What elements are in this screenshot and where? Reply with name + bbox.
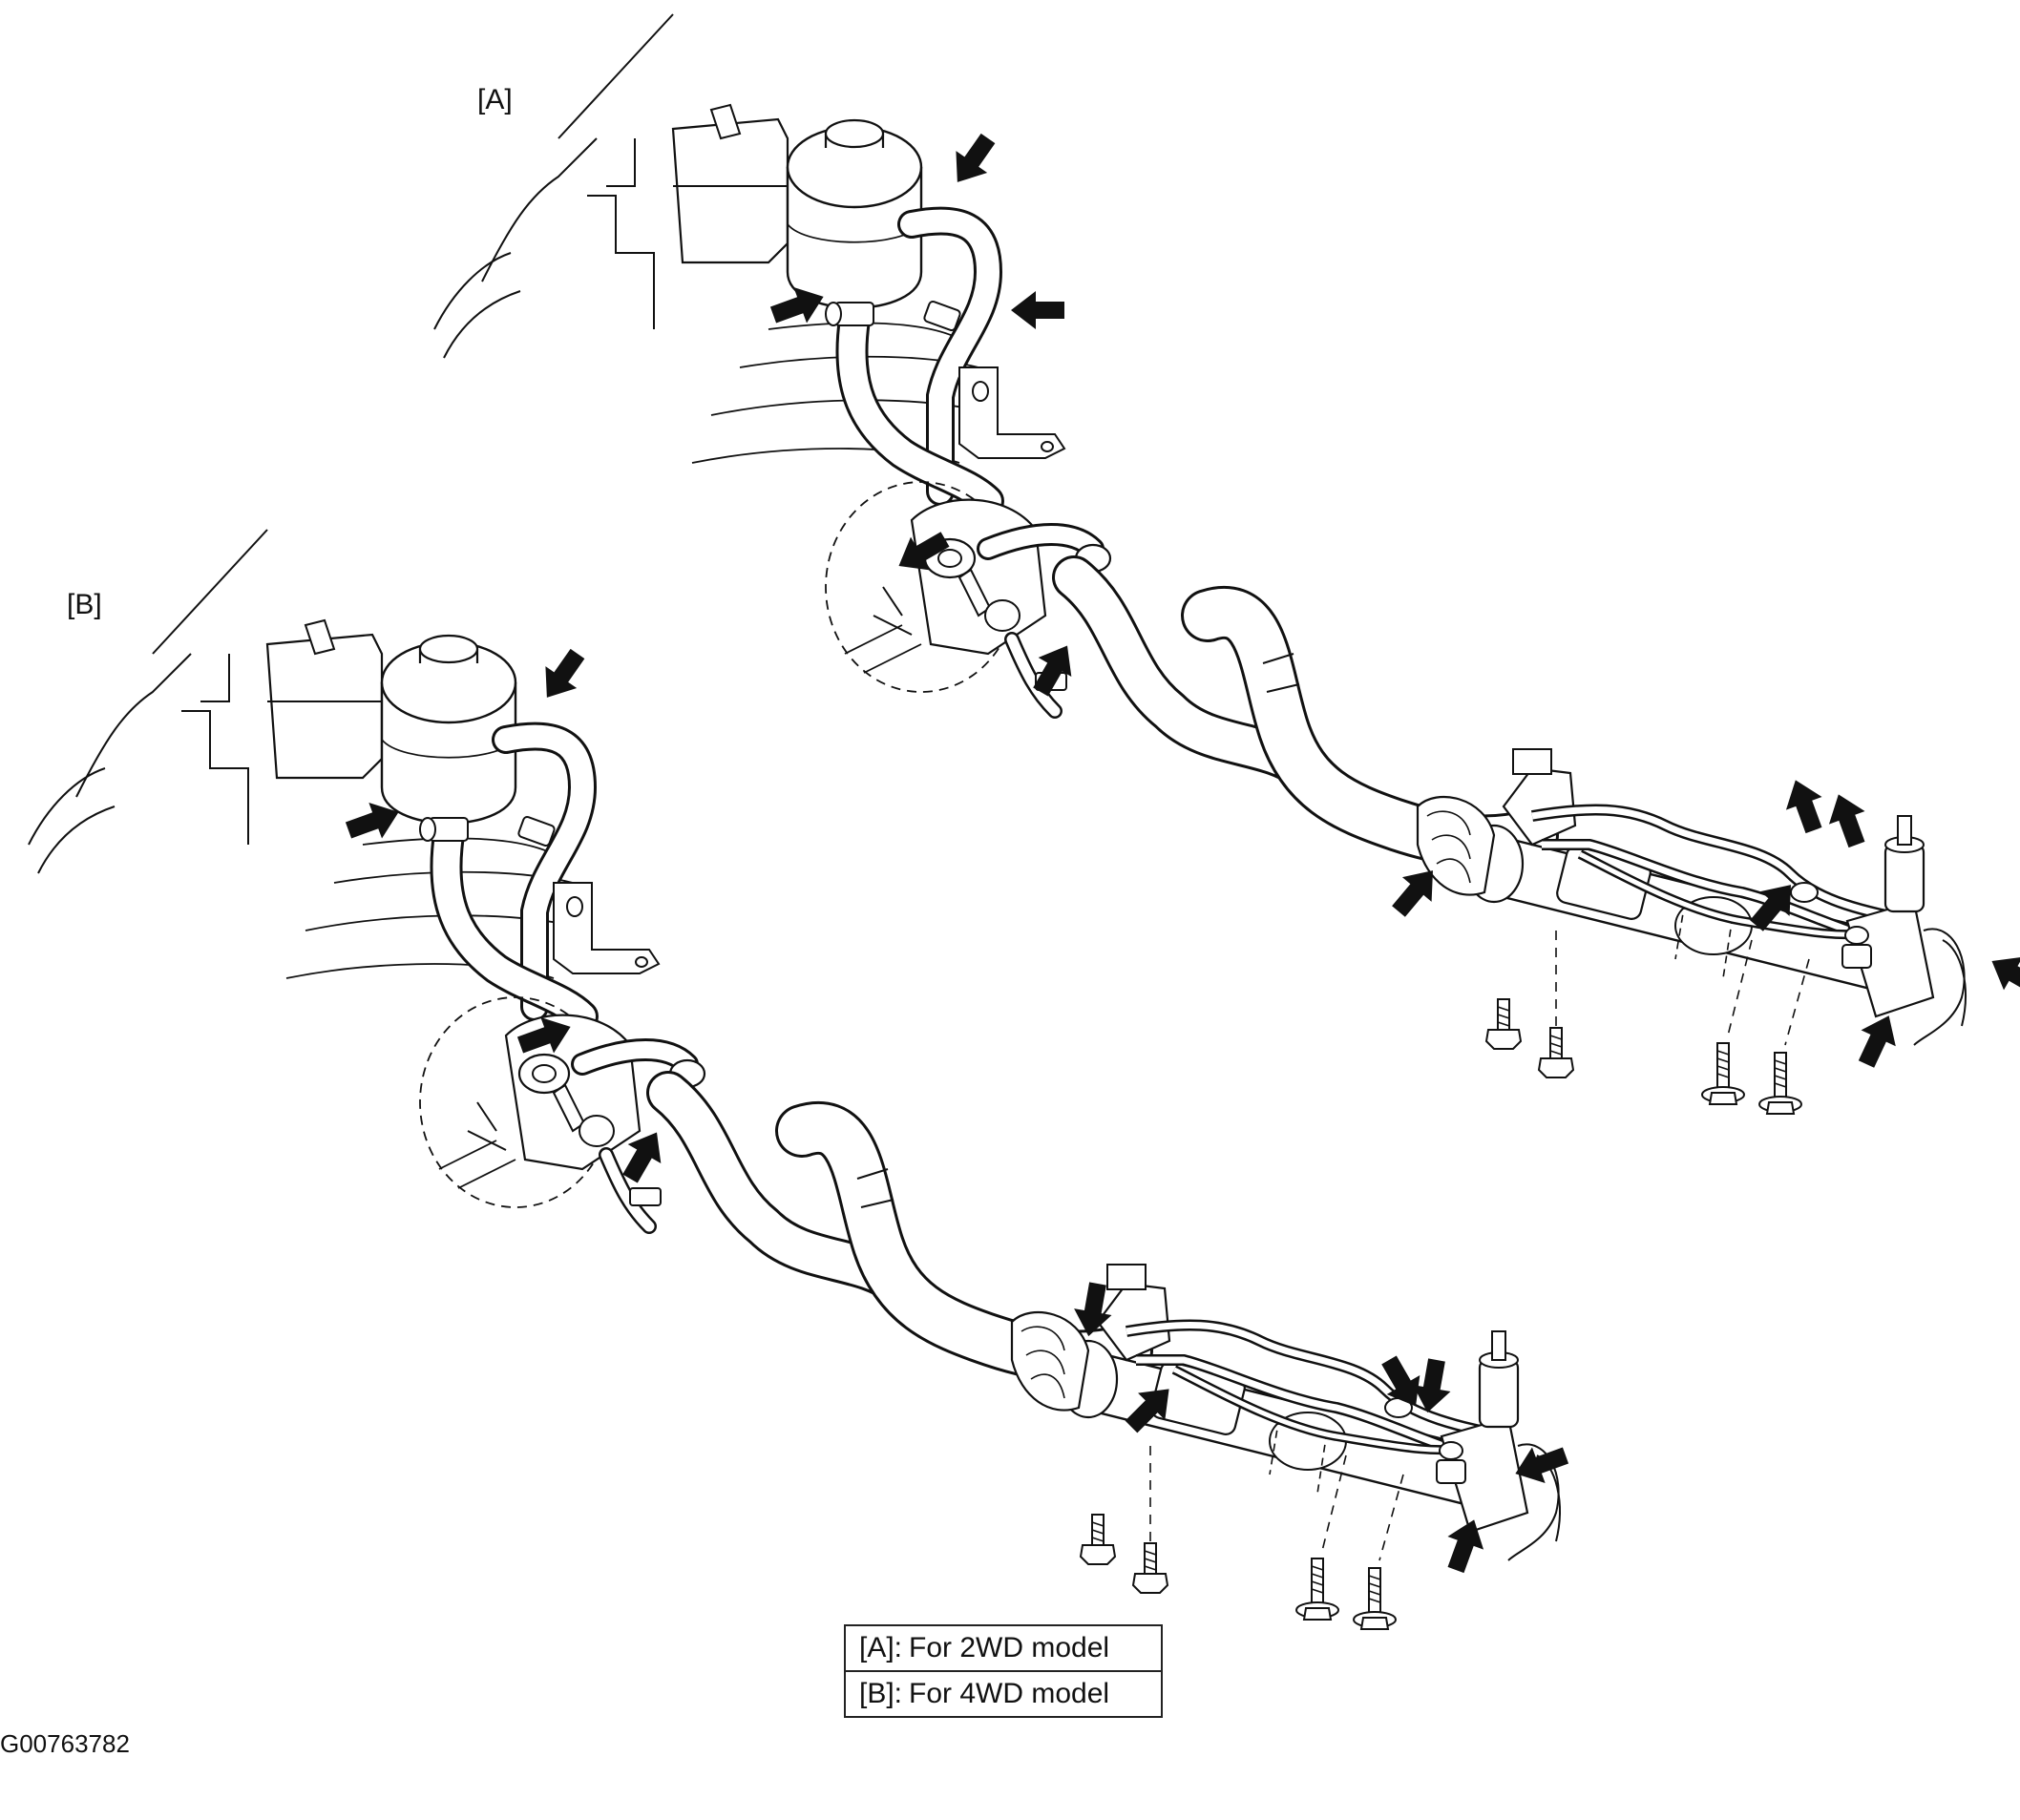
view-b-assembly [29, 530, 1572, 1629]
legend-row: [A]: For 2WD model [844, 1624, 1163, 1672]
legend-table: [A]: For 2WD model [B]: For 4WD model [844, 1624, 1163, 1718]
legend-key: [B]: [844, 1670, 909, 1718]
legend-text: For 2WD model [909, 1624, 1163, 1672]
view-a-label: [A] [477, 84, 513, 115]
arrow-icon [1848, 1007, 1906, 1073]
legend-key: [A]: [844, 1624, 909, 1672]
arrow-icon [531, 642, 594, 709]
legend-row: [B]: For 4WD model [844, 1670, 1163, 1718]
arrow-icon [941, 127, 1004, 194]
arrow-icon [1778, 773, 1832, 837]
arrow-icon [1982, 944, 2020, 1005]
arrow-icon [1820, 787, 1875, 851]
figure-id: G00763782 [0, 1729, 130, 1758]
legend-text: For 4WD model [909, 1670, 1163, 1718]
view-a-assembly [434, 14, 2020, 1114]
arrow-icon [1011, 291, 1064, 329]
view-b-label: [B] [67, 589, 102, 620]
